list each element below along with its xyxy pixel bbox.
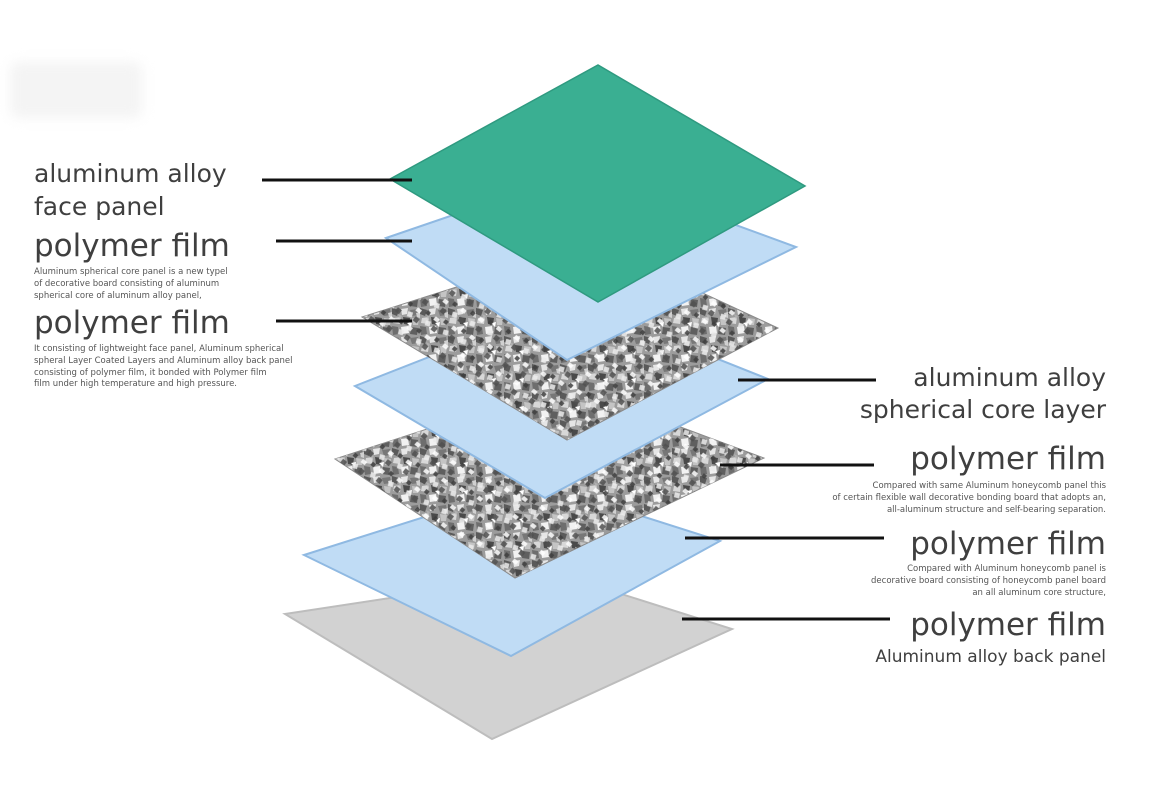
face-panel-label: aluminum alloy face panel — [34, 157, 227, 223]
core-layer-title: aluminum alloy — [913, 363, 1106, 392]
film-1-description: Aluminum spherical core panel is a new t… — [34, 267, 228, 301]
film-2-description: It consisting of lightweight face panel,… — [34, 344, 293, 390]
film-4-title: polymer film — [910, 526, 1106, 562]
film-2-title: polymer film — [34, 305, 230, 341]
film-1-title: polymer film — [34, 228, 230, 264]
film-4-description: Compared with Aluminum honeycomb panel i… — [871, 564, 1106, 598]
film-3-description: Compared with same Aluminum honeycomb pa… — [832, 481, 1106, 515]
back-panel-subtitle: Aluminum alloy back panel — [875, 647, 1106, 667]
film-3-title: polymer film — [910, 441, 1106, 477]
face-panel-layer — [388, 64, 807, 303]
face-panel-title: aluminum alloy face panel — [34, 159, 227, 221]
core-layer-subtitle: spherical core layer — [859, 395, 1106, 424]
faded-watermark — [10, 62, 142, 118]
film-5-title: polymer film — [910, 607, 1106, 643]
